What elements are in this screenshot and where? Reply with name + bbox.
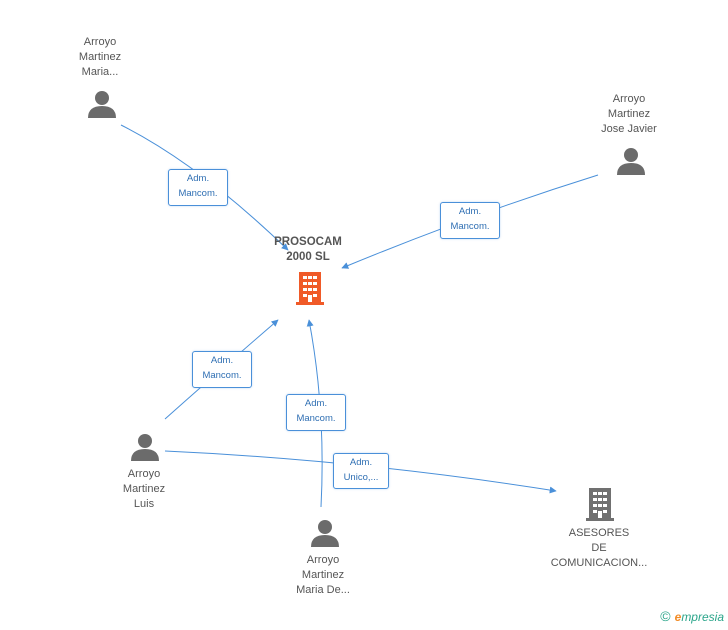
relation-line: Mancom. <box>296 413 336 424</box>
relation-line: Adm. <box>210 355 234 366</box>
label-line: DE <box>591 542 607 554</box>
relation-badge-asesores[interactable]: Adm. Unico,... <box>333 453 389 489</box>
label-line: Luis <box>133 498 155 510</box>
label-line: COMUNICACION... <box>550 557 648 569</box>
relation-line: Mancom. <box>450 221 490 232</box>
label-line: Arroyo <box>306 554 340 566</box>
label-line: Maria De... <box>296 584 350 596</box>
label-line: Martinez <box>607 108 651 120</box>
company-label-prosocam[interactable]: PROSOCAM 2000 SL <box>266 235 350 265</box>
relation-line: Mancom. <box>178 188 218 199</box>
brand-watermark: ©empresia <box>660 608 724 624</box>
person-label-luis[interactable]: Arroyo Martinez Luis <box>101 467 187 512</box>
copyright-icon: © <box>660 608 671 624</box>
relation-line: Adm. <box>304 398 328 409</box>
label-line: Martinez <box>122 483 166 495</box>
label-line: Arroyo <box>83 36 117 48</box>
building-icon[interactable] <box>584 486 616 522</box>
label-line: ASESORES <box>568 527 630 539</box>
relation-line: Adm. <box>349 457 373 468</box>
label-line: Arroyo <box>612 93 646 105</box>
person-label-jose[interactable]: Arroyo Martinez Jose Javier <box>586 92 672 137</box>
label-line: Arroyo <box>127 468 161 480</box>
person-label-mariade[interactable]: Arroyo Martinez Maria De... <box>280 553 366 598</box>
label-line: Martinez <box>78 51 122 63</box>
brand-name: mpresia <box>681 610 724 624</box>
label-line: Martinez <box>301 569 345 581</box>
company-label-asesores[interactable]: ASESORES DE COMUNICACION... <box>548 526 650 571</box>
relation-badge-maria[interactable]: Adm. Mancom. <box>168 169 228 206</box>
relation-line: Unico,... <box>343 472 379 483</box>
label-line: Jose Javier <box>601 123 657 135</box>
relation-badge-luis[interactable]: Adm. Mancom. <box>192 351 252 388</box>
person-icon[interactable] <box>87 89 117 119</box>
relation-badge-mariade[interactable]: Adm. Mancom. <box>286 394 346 431</box>
company-name-line-1: PROSOCAM <box>274 236 342 248</box>
relation-line: Adm. <box>186 173 210 184</box>
person-label-maria[interactable]: Arroyo Martinez Maria... <box>58 35 142 80</box>
label-line: Maria... <box>81 66 119 78</box>
brand-initial: e <box>674 610 682 624</box>
relation-line: Adm. <box>458 206 482 217</box>
company-name-line-2: 2000 SL <box>286 251 330 263</box>
person-icon[interactable] <box>130 432 160 462</box>
person-icon[interactable] <box>310 518 340 548</box>
relation-badge-jose[interactable]: Adm. Mancom. <box>440 202 500 239</box>
relation-line: Mancom. <box>202 370 242 381</box>
building-icon[interactable] <box>294 270 326 306</box>
person-icon[interactable] <box>616 146 646 176</box>
